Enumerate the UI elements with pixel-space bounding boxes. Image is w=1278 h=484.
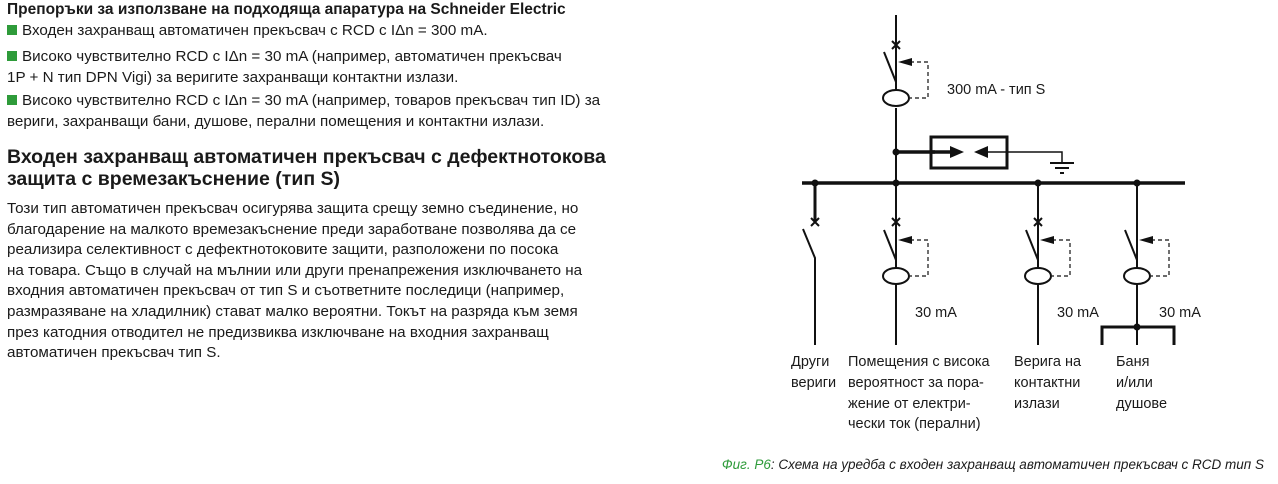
recommendation-item: Високо чувствително RCD с IΔn = 30 mA (н… [7,47,562,67]
item-text: Високо чувствително RCD с IΔn = 30 mA (н… [22,92,601,109]
label-line: Помещения с висока [848,354,991,370]
branch-rcd-label: 30 mA [1159,305,1201,321]
recommendation-item-cont: 1P + N тип DPN Vigi) за веригите захранв… [7,69,459,86]
branch-rcd-label: 30 mA [915,305,957,321]
recommendations-title: Препоръки за използване на подходяща апа… [7,1,566,18]
label-line: Други [791,354,829,370]
recommendation-item: Входен захранващ автоматичен прекъсвач с… [7,21,488,41]
paragraph-line: реализира селективност с дефектнотоковит… [7,241,559,259]
section-paragraph: Този тип автоматичен прекъсвач осигурява… [7,199,582,364]
label-line: вероятност за пора- [848,375,984,391]
figure-caption: Фиг. P6: Схема на уредба с входен захран… [722,457,1264,472]
figure-number: Фиг. P6 [721,457,771,472]
heading-line: защита с времезакъснение (тип S) [7,168,341,190]
label-line: душове [1116,396,1167,412]
paragraph-line: размразяване на хладилник) стават малко … [7,302,578,320]
main-rcd-label: 300 mA - тип S [947,82,1045,98]
figure-caption-text: : Схема на уредба с входен захранващ авт… [770,457,1264,472]
paragraph-line: благодарение на малкото времезакъснение … [7,220,577,238]
main-rcd-symbol [882,43,929,107]
label-line: Баня [1116,354,1149,370]
ground-icon [1050,162,1074,174]
heading-line: Входен захранващ автоматичен прекъсвач с… [7,146,606,168]
paragraph-line: през катодния отводител не предизвиква и… [7,323,549,341]
label-line: вериги [791,375,836,391]
circuit-label-bathroom: Баня и/или душове [1116,354,1167,412]
green-bullet-icon [7,95,17,105]
circuit-label-sockets: Верига на контактни излази [1014,354,1082,412]
paragraph-line: Този тип автоматичен прекъсвач осигурява… [7,200,579,217]
circuit-label-other: Други вериги [791,354,836,391]
label-line: и/или [1116,375,1153,391]
paragraph-line: на товара. Също в случай на мълнии или д… [7,261,583,279]
paragraph-line: автоматичен прекъсвач тип S. [7,344,221,362]
recommendation-item-cont: вериги, захранващи бани, душове, перални… [7,113,545,130]
item-text: Високо чувствително RCD с IΔn = 30 mA (н… [22,48,562,65]
item-text: Входен захранващ автоматичен прекъсвач с… [22,22,488,39]
branch-rcd-label: 30 mA [1057,305,1099,321]
paragraph-line: входния автоматичен прекъсвач от тип S и… [7,282,565,300]
recommendation-item: Високо чувствително RCD с IΔn = 30 mA (н… [7,91,600,111]
label-line: контактни [1014,375,1080,391]
label-line: чески ток (перални) [848,416,981,432]
green-bullet-icon [7,25,17,35]
label-line: Верига на [1014,354,1082,370]
label-line: жение от електри- [848,396,971,412]
label-line: излази [1014,396,1060,412]
circuit-label-wet-rooms: Помещения с висока вероятност за пора- ж… [848,354,991,432]
section-heading: Входен захранващ автоматичен прекъсвач с… [7,146,687,190]
green-bullet-icon [7,51,17,61]
